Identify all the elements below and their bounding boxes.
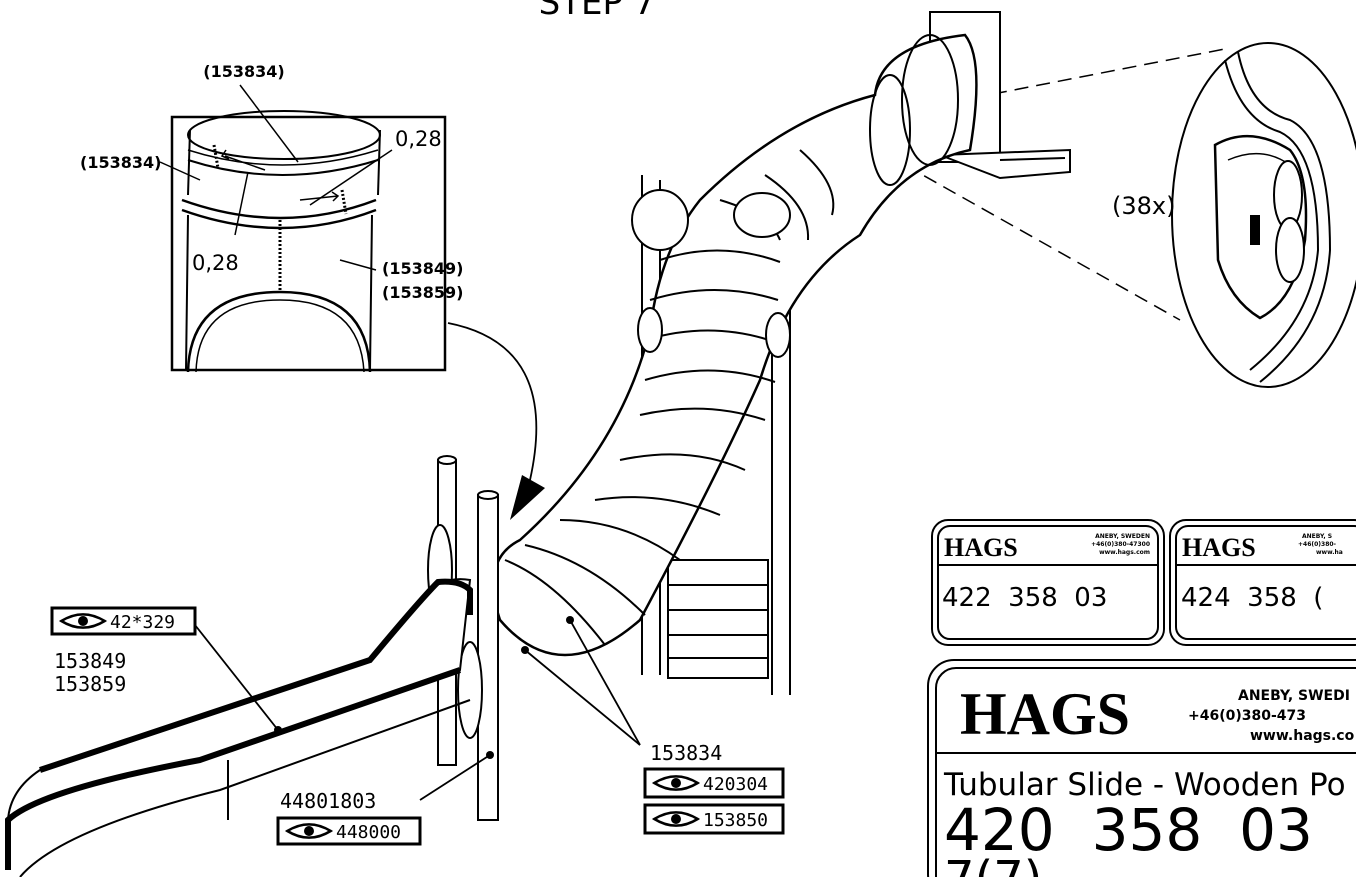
label-number: 420 358 03 [944,796,1313,864]
label-address-line-2: +46(0)380- [1298,541,1337,548]
curved-arrow-icon [447,322,545,520]
label-address-line-1: ANEBY, S [1302,533,1332,540]
slide-assembly [5,11,1071,877]
tube-ref-label-1: 420304 [703,774,768,795]
post-leader-dot [486,751,494,759]
detail-gap-left-label: 0,28 [192,251,239,275]
label-brand: HAGS [960,681,1130,747]
hags-label-large: HAGS ANEBY, SWEDI +46(0)380-473 www.hags… [927,659,1356,877]
detail-top-part-label: (153834) [203,62,284,81]
hags-label-small-right: HAGS ANEBY, S +46(0)380- www.ha 424 358 … [1169,519,1356,646]
zoom-quantity-label: (38x) [1112,192,1175,220]
detail-left-part-label: (153834) [80,153,161,172]
slide-ref-label: 42*329 [110,612,175,633]
tube-ref-box-2 [643,803,785,835]
label-sub: 7(7) [944,851,1043,877]
tube-ref-label-2: 153850 [703,810,768,831]
label-address-line-1: ANEBY, SWEDI [1238,688,1350,704]
label-address-line-2: +46(0)380-47300 [1091,541,1150,548]
label-address-line-3: www.hags.co [1250,728,1355,744]
tube-ref-box-1 [643,767,785,799]
post-part-label: 44801803 [280,789,376,813]
slide-ref-box [50,606,197,636]
tube-leader-dot-2 [566,616,574,624]
label-product-name: Tubular Slide - Wooden Po [943,767,1346,803]
step-title: STEP 7 [539,0,656,23]
label-number: 424 358 ( [1181,583,1323,613]
label-address-line-2: +46(0)380-473 [1188,708,1306,724]
hags-label-small-left: HAGS ANEBY, SWEDEN +46(0)380-47300 www.h… [931,519,1165,646]
label-number: 422 358 03 [942,583,1107,613]
detail-view [159,84,447,373]
tube-part-label: 153834 [650,741,722,765]
label-address-line-1: ANEBY, SWEDEN [1095,533,1150,540]
detail-lower-part-label-2: (153859) [382,283,463,302]
label-address-line-3: www.hags.com [1099,549,1150,556]
slide-part-label-2: 153859 [54,672,126,696]
detail-gap-right-label: 0,28 [395,127,442,151]
label-brand: HAGS [1182,533,1256,562]
slide-leader-dot [274,726,282,734]
label-brand: HAGS [944,533,1018,562]
detail-lower-part-label-1: (153849) [382,259,463,278]
post-ref-box [276,816,422,846]
zoom-view [884,42,1356,388]
tube-leader-dot-1 [521,646,529,654]
slide-part-label-1: 153849 [54,649,126,673]
post-ref-label: 448000 [336,822,401,843]
label-address-line-3: www.ha [1316,549,1343,556]
